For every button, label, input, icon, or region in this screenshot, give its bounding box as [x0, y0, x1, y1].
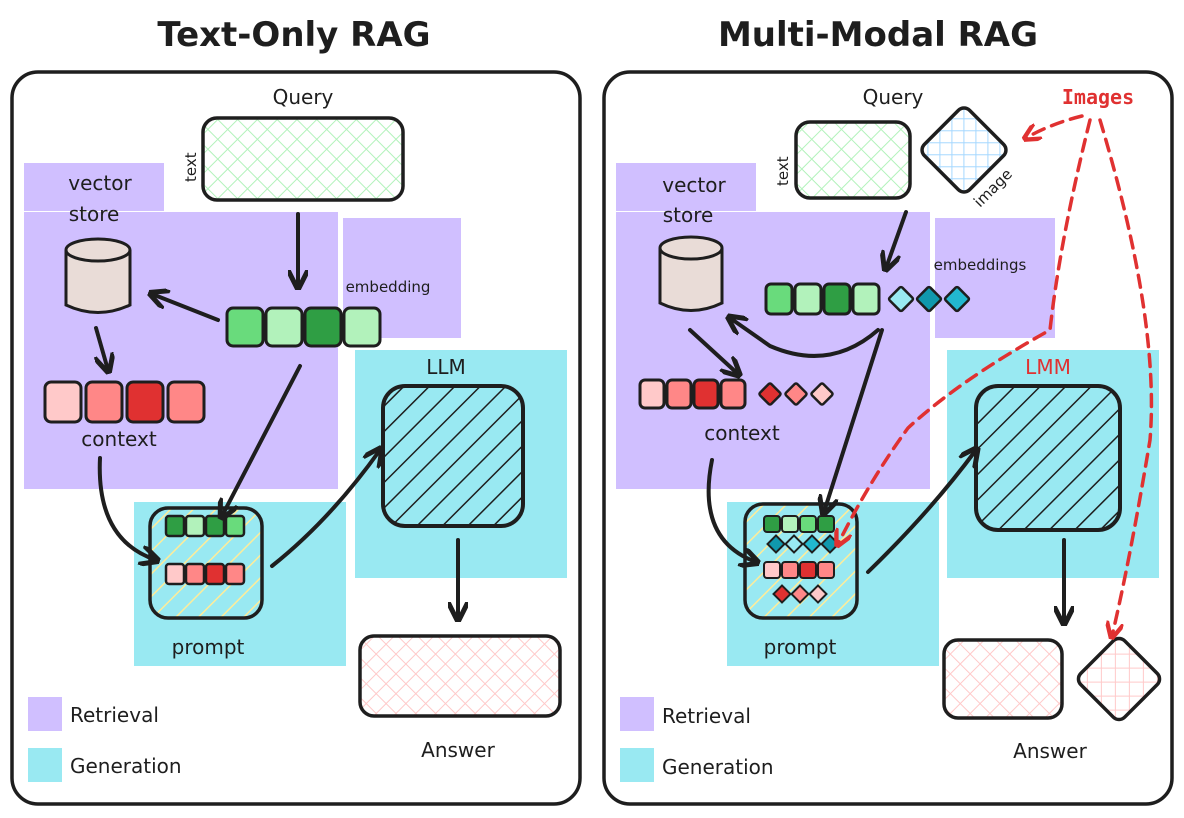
context-label: context — [81, 427, 157, 451]
arrow-embeddings-to-store — [730, 318, 880, 358]
context-vector — [43, 380, 206, 424]
query-text-box — [201, 116, 405, 202]
llm-label: LLM — [426, 355, 466, 379]
query-text-box — [794, 120, 912, 200]
arrow-images-to-prompt — [838, 118, 1092, 544]
answer-image-diamond — [1076, 636, 1162, 722]
prompt-image-embedding-cells — [766, 534, 840, 554]
answer-label: Answer — [1013, 739, 1087, 763]
left-title: Text-Only RAG — [157, 15, 430, 55]
legend-retrieval-swatch — [28, 697, 62, 731]
llm-box — [381, 384, 525, 528]
prompt-context-image-cells — [772, 584, 828, 604]
text-label: text — [182, 152, 200, 182]
vector-store-label-line2: store — [663, 203, 714, 227]
embedding-vector — [225, 306, 382, 348]
left-arrows — [96, 212, 458, 618]
legend-retrieval-label: Retrieval — [70, 703, 159, 727]
embeddings-label: embeddings — [934, 256, 1027, 274]
arrow-images-to-query — [1026, 114, 1084, 138]
lmm-box — [974, 384, 1122, 532]
arrow-store-to-context — [96, 326, 108, 370]
vector-store-label-line1: vector — [68, 171, 132, 195]
arrow-store-to-context — [688, 328, 738, 374]
context-vector — [638, 378, 747, 410]
answer-label: Answer — [421, 738, 495, 762]
legend-retrieval-label: Retrieval — [662, 704, 751, 728]
vector-store-label-line1: vector — [662, 173, 726, 197]
arrow-embedding-to-store — [152, 294, 220, 322]
right-title: Multi-Modal RAG — [718, 15, 1038, 55]
query-label: Query — [863, 85, 924, 109]
image-embedding-vector — [887, 285, 971, 313]
context-image-vector — [758, 382, 834, 406]
embedding-label: embedding — [346, 278, 431, 296]
context-label: context — [704, 421, 780, 445]
vector-store-label-bg — [616, 163, 756, 211]
arrow-embedding-to-prompt — [222, 364, 302, 516]
legend-generation-label: Generation — [662, 755, 774, 779]
arrow-context-to-prompt — [706, 458, 756, 562]
images-label: Images — [1062, 85, 1134, 109]
prompt-label: prompt — [764, 635, 837, 659]
right-panel: Multi-Modal RAG Query text image Images … — [602, 15, 1174, 806]
left-panel: Text-Only RAG Query text vector store em… — [10, 15, 582, 806]
left-frame — [10, 70, 582, 806]
prompt-context-cells — [763, 561, 835, 579]
legend-generation-swatch — [620, 748, 654, 782]
answer-text-box — [942, 638, 1064, 720]
prompt-context-cells — [164, 562, 246, 586]
arrow-context-to-prompt — [97, 456, 156, 560]
text-embedding-vector — [764, 282, 881, 316]
right-arrows — [688, 210, 1064, 622]
database-icon — [658, 235, 724, 312]
legend-generation-swatch — [28, 748, 62, 782]
embedding-region — [935, 218, 1055, 338]
arrow-query-to-embeddings — [886, 210, 908, 268]
database-icon — [64, 237, 132, 314]
arrow-prompt-to-llm — [270, 450, 380, 568]
legend-generation-label: Generation — [70, 754, 182, 778]
lmm-label: LMM — [1025, 355, 1071, 379]
answer-box — [358, 634, 562, 718]
prompt-embedding-cells — [763, 515, 835, 533]
vector-store-label-bg — [24, 163, 164, 211]
vector-store-label-line2: store — [69, 202, 120, 226]
right-frame — [602, 70, 1174, 806]
prompt-label: prompt — [172, 635, 245, 659]
images-arrows — [838, 114, 1154, 636]
arrow-prompt-to-lmm — [866, 450, 976, 574]
prompt-embedding-cells — [164, 514, 246, 538]
arrow-images-to-answer — [1098, 118, 1154, 636]
query-label: Query — [273, 85, 334, 109]
arrow-embeddings-to-prompt — [824, 328, 884, 512]
legend-retrieval-swatch — [620, 697, 654, 731]
query-image-diamond — [920, 106, 1008, 194]
text-label: text — [774, 156, 792, 186]
